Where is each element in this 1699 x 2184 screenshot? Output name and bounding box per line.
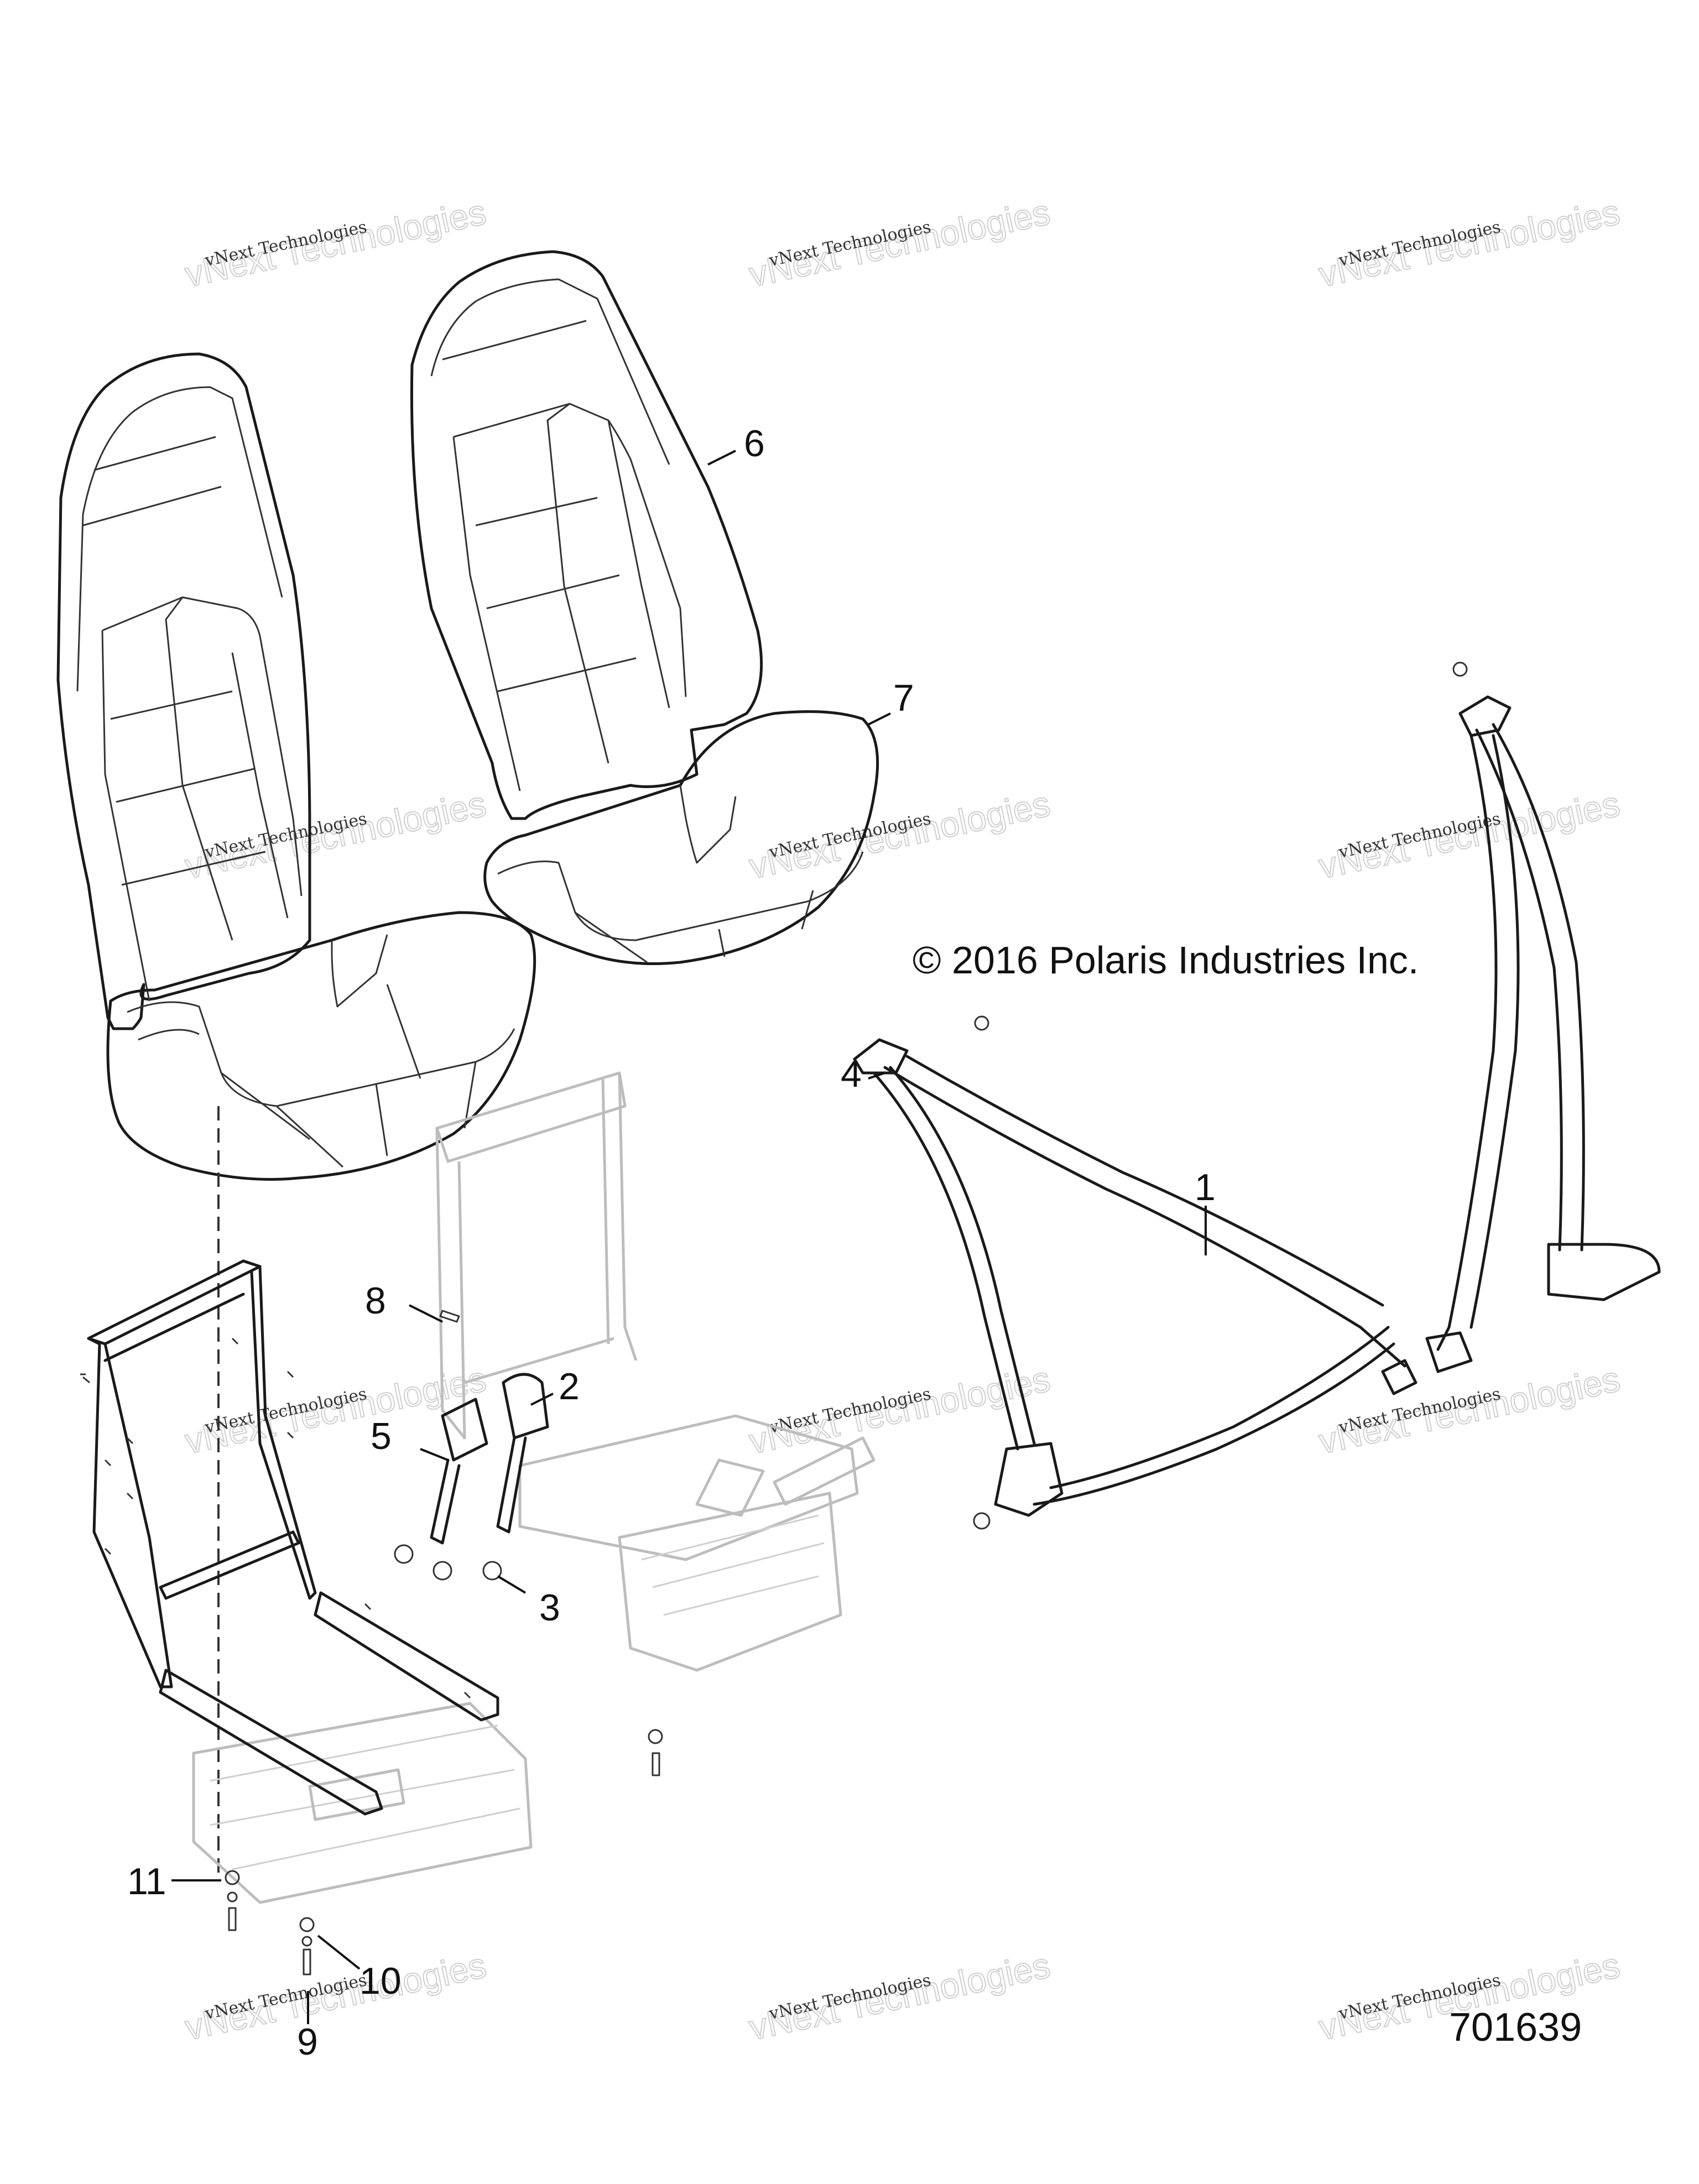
watermark-mid-right: vNext Technologies vNext Technologies — [1315, 783, 1624, 887]
fasteners — [80, 661, 1468, 1975]
watermark-outline: vNext Technologies — [181, 1945, 489, 2048]
watermark-outline: vNext Technologies — [746, 784, 1054, 887]
watermark-top-left: vNext Technologies vNext Technologies — [181, 191, 490, 295]
callout-3: 3 — [539, 1587, 560, 1629]
leader-6 — [707, 450, 736, 466]
seat-belt-right — [1425, 695, 1661, 1373]
callout-9: 9 — [297, 2021, 318, 2063]
callout-6: 6 — [744, 423, 765, 465]
drawing-number: 701639 — [1449, 2005, 1582, 2050]
leader-2 — [530, 1393, 554, 1406]
ghost-frame-assembly — [192, 1071, 875, 1904]
leader-5 — [420, 1448, 449, 1461]
watermark-outline: vNext Technologies — [1315, 784, 1623, 887]
watermark-bottom-left: vNext Technologies vNext Technologies — [181, 1945, 490, 2049]
watermark-outline: vNext Technologies — [1315, 1359, 1623, 1462]
watermark-outline: vNext Technologies — [746, 192, 1054, 295]
watermark-lower-right: vNext Technologies vNext Technologies — [1315, 1358, 1624, 1462]
watermark-mid-center: vNext Technologies vNext Technologies — [745, 783, 1054, 887]
callout-1: 1 — [1195, 1166, 1216, 1208]
seat-right — [410, 250, 879, 965]
seat-frame — [87, 1259, 499, 1816]
buckle-assembly — [394, 1373, 549, 1581]
callout-7: 7 — [893, 677, 914, 719]
callout-5: 5 — [371, 1415, 392, 1457]
watermark-bottom-center: vNext Technologies vNext Technologies — [745, 1945, 1054, 2049]
watermark-top-right: vNext Technologies vNext Technologies — [1315, 191, 1624, 295]
watermark-outline: vNext Technologies — [181, 192, 489, 295]
watermark-top-center: vNext Technologies vNext Technologies — [745, 191, 1054, 295]
seat-left — [56, 352, 536, 1181]
callout-2: 2 — [559, 1365, 580, 1408]
callout-8: 8 — [365, 1280, 386, 1322]
seat-belt-left — [853, 1038, 1417, 1517]
watermark-outline: vNext Technologies — [746, 1945, 1054, 2048]
leader-4 — [868, 1072, 885, 1080]
watermark-mid-left: vNext Technologies vNext Technologies — [181, 783, 490, 887]
watermark-outline: vNext Technologies — [1315, 192, 1623, 295]
leader-3 — [497, 1575, 527, 1594]
callout-10: 10 — [359, 1960, 402, 2002]
copyright-notice: © 2016 Polaris Industries Inc. — [913, 939, 1419, 982]
leader-10 — [317, 1935, 361, 1970]
callout-11: 11 — [127, 1860, 166, 1902]
leader-7 — [868, 712, 891, 726]
callout-4: 4 — [841, 1053, 862, 1095]
watermark-outline: vNext Technologies — [181, 784, 489, 887]
leader-8 — [409, 1304, 443, 1323]
